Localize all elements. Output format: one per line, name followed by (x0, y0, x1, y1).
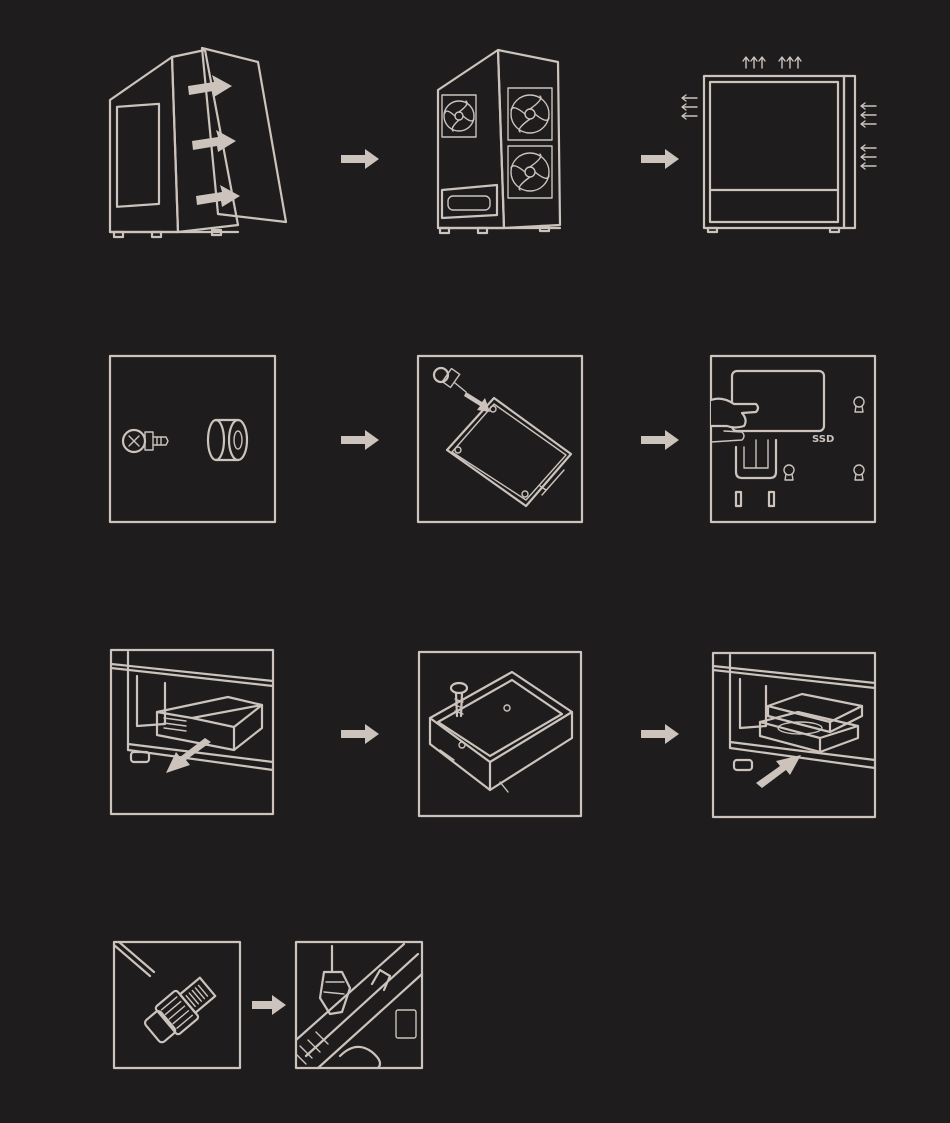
fan-icon (442, 95, 476, 137)
screw-icon (123, 430, 168, 452)
airflow-illustration (682, 57, 876, 232)
step-arrow (641, 724, 679, 744)
screw-into-ssd-illustration (418, 356, 582, 522)
keyhole-icon (854, 397, 864, 412)
remove-side-panels-illustration (110, 48, 286, 237)
right-arrow-icon (756, 755, 801, 788)
fan-icon (508, 88, 552, 140)
screw-icon (434, 368, 466, 392)
right-arrow-icon (464, 392, 490, 412)
step-arrow (641, 149, 679, 169)
keyhole-icon (784, 465, 794, 480)
fan-icon (508, 146, 552, 198)
grommet-icon (208, 420, 247, 460)
mount-ssd-illustration: SSD (711, 356, 875, 522)
step-arrow (341, 724, 379, 744)
step-arrow (341, 149, 379, 169)
ssd-label: SSD (812, 434, 834, 445)
screw-drive-into-tray-illustration (419, 652, 581, 816)
connect-to-motherboard-illustration (296, 942, 422, 1068)
usb-connector-illustration (114, 942, 240, 1068)
pull-out-drive-tray-illustration (111, 650, 273, 814)
push-in-drive-tray-illustration (713, 653, 875, 817)
small-arrow-icon (743, 57, 801, 68)
keyhole-icon (854, 465, 864, 480)
small-arrow-icon (682, 95, 697, 119)
hand-icon (711, 399, 758, 442)
screw-and-grommet-illustration (110, 356, 275, 522)
step-arrow (341, 430, 379, 450)
step-arrow (641, 430, 679, 450)
step-arrow (252, 995, 286, 1015)
small-arrow-icon (861, 103, 876, 169)
case-fans-illustration (438, 50, 560, 233)
right-arrow-icon (192, 130, 236, 152)
